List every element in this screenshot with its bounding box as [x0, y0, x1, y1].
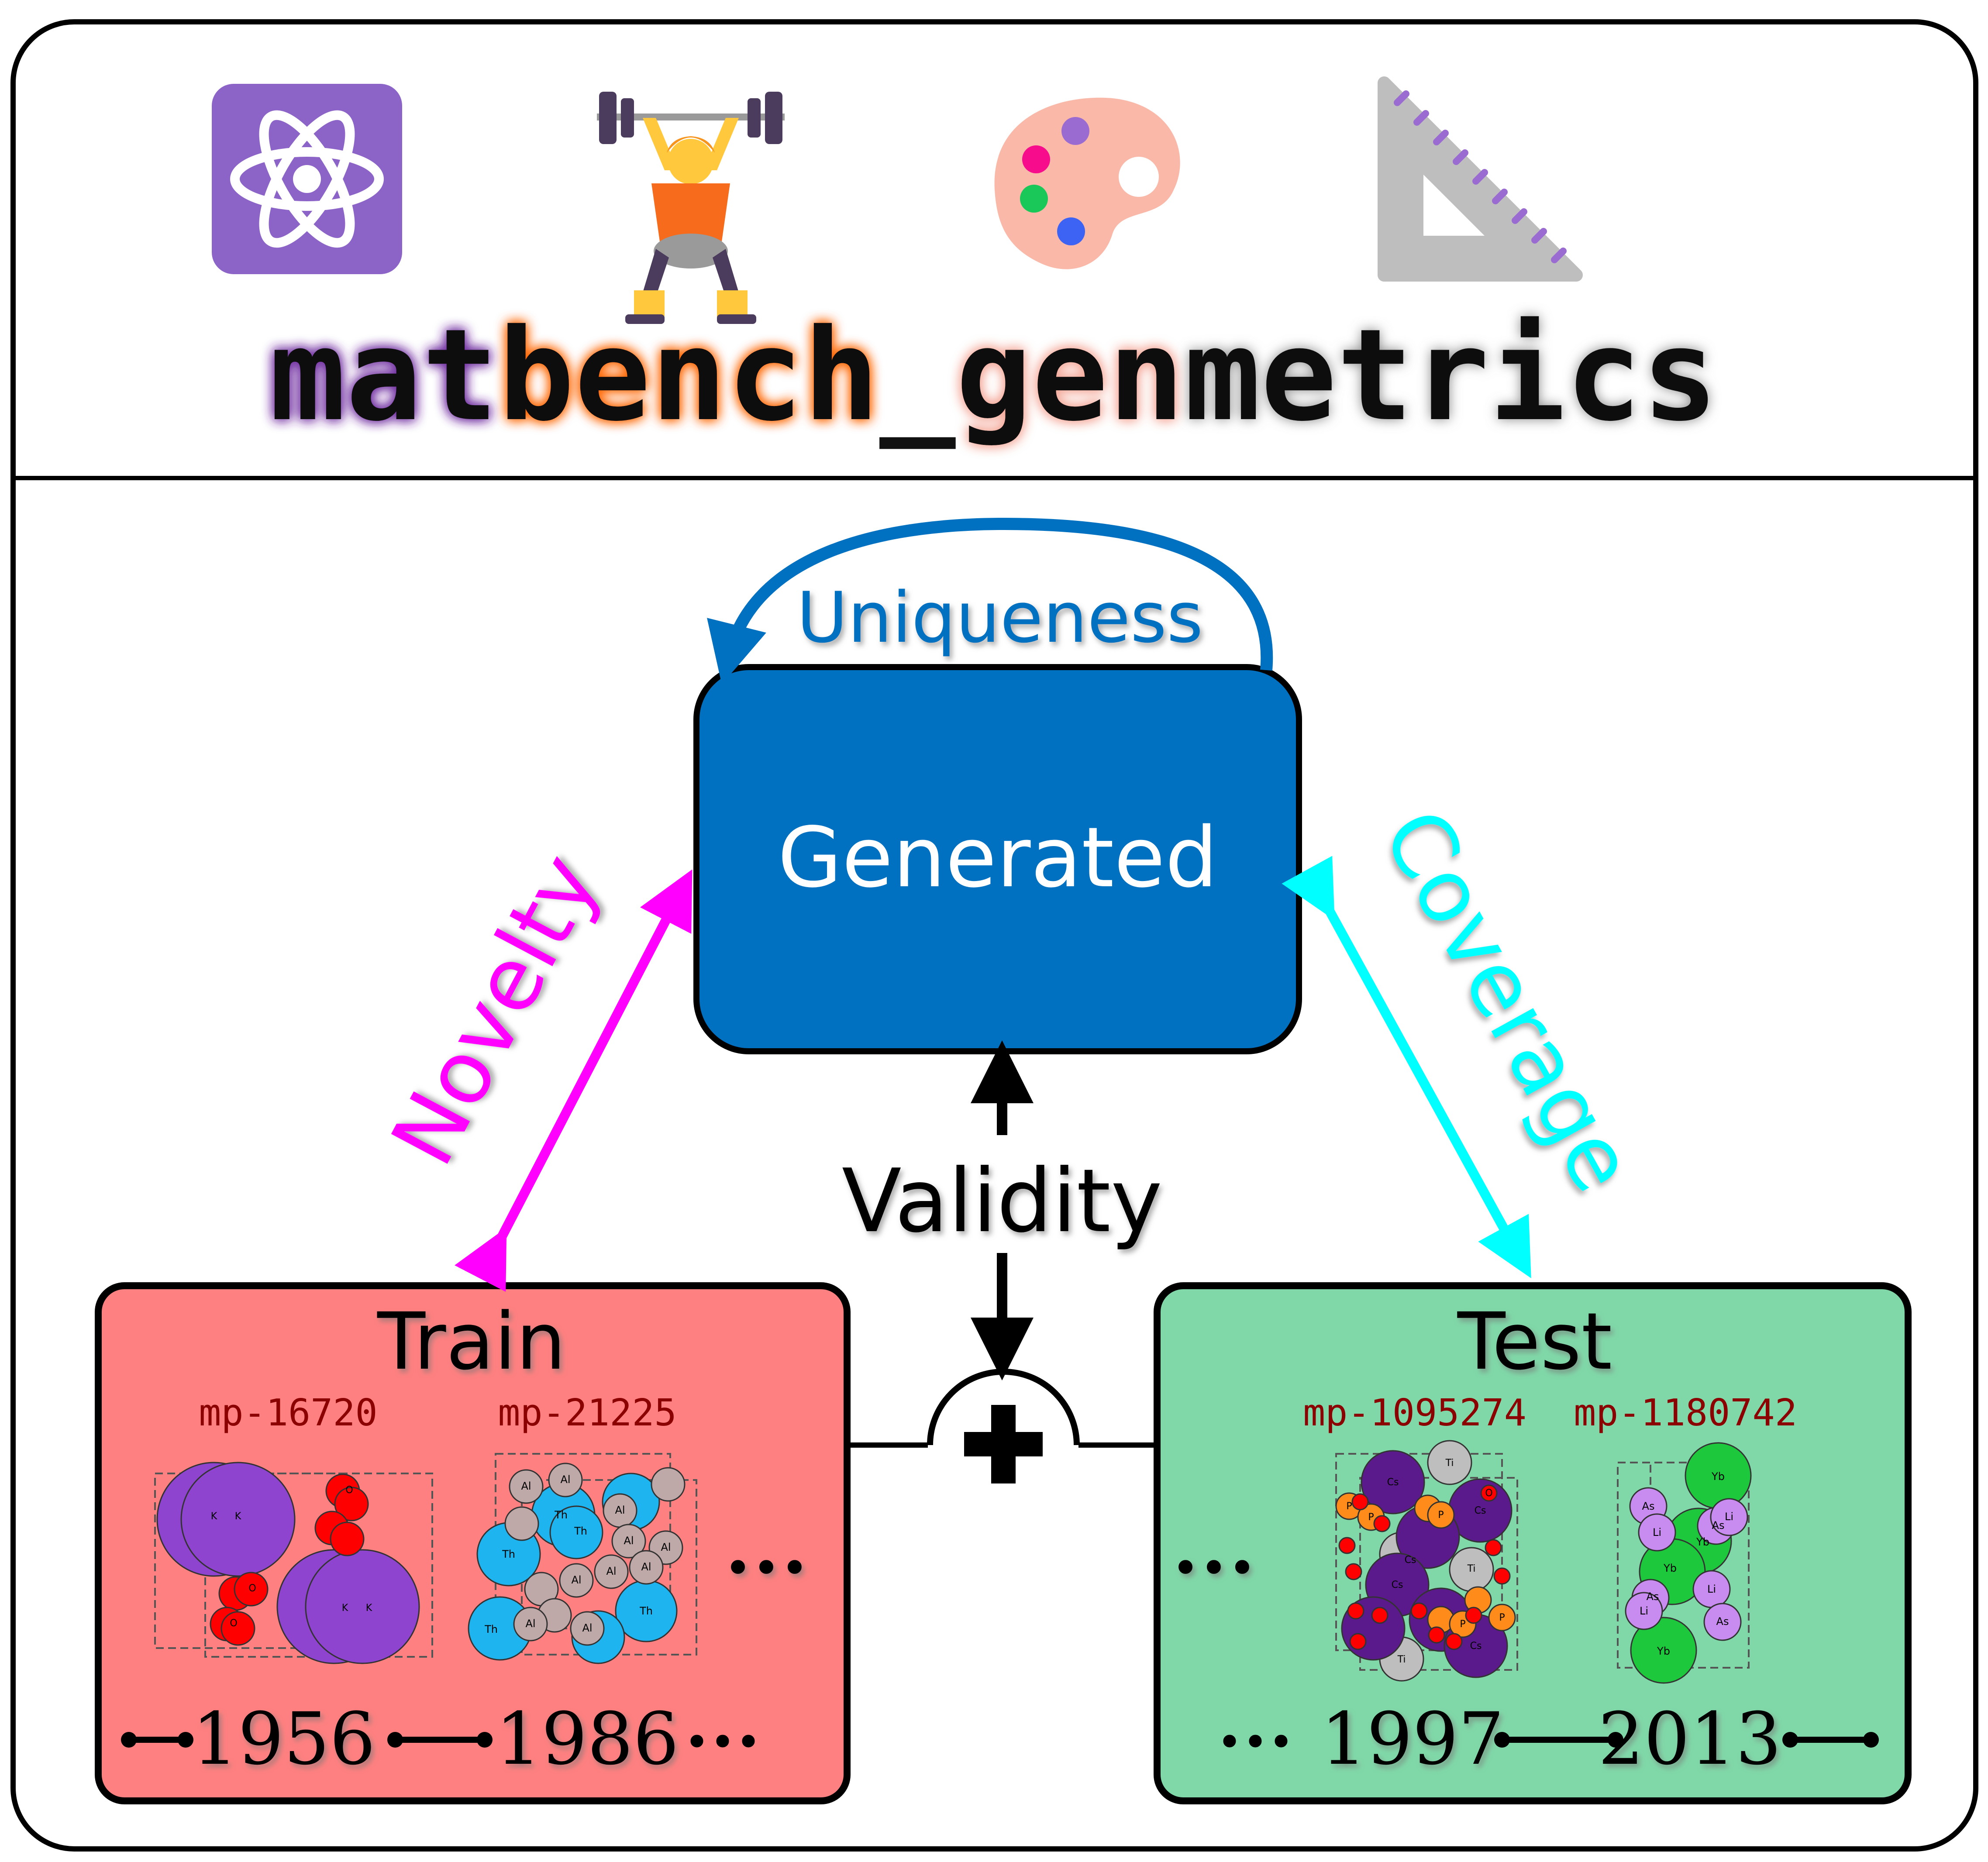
atom-label: P — [1438, 1510, 1444, 1521]
title: matbench_genmetrics — [269, 302, 1718, 451]
atom-label: Cs — [1405, 1555, 1416, 1566]
title-metrics: metrics — [1185, 302, 1718, 449]
atom-label: K — [342, 1603, 348, 1614]
atom-label: K — [235, 1511, 241, 1522]
test-label: Test — [1457, 1296, 1612, 1387]
atom-label: As — [1647, 1590, 1659, 1603]
atom-label: Yb — [1711, 1470, 1725, 1483]
novelty-arrow — [455, 869, 693, 1292]
atom-label: As — [1716, 1615, 1729, 1628]
test-year-1: 1997 — [1321, 1697, 1504, 1781]
atom-label: Th — [502, 1548, 515, 1560]
train-material-1: mp-16720 — [199, 1391, 377, 1435]
atom-label: Li — [1725, 1511, 1733, 1523]
validity-label: Validity — [842, 1150, 1162, 1252]
atom-label: Li — [1653, 1526, 1661, 1538]
atom-label: Al — [606, 1565, 616, 1577]
atom-label: Li — [1640, 1605, 1648, 1617]
coverage-arrow — [1282, 856, 1531, 1278]
atom-label: Al — [641, 1561, 651, 1573]
train-ellipsis: ••• — [724, 1540, 809, 1596]
train-label: Train — [377, 1296, 566, 1387]
weightlifter-icon — [597, 92, 785, 324]
atom-label: P — [1499, 1612, 1505, 1623]
crystal-mp-1095274: Cs Cs Cs Cs Cs Ti Ti Ti P P P P P O — [1335, 1440, 1518, 1682]
atom-label: Th — [484, 1623, 498, 1635]
test-ellipsis: ••• — [1171, 1540, 1257, 1596]
atom-label: O — [1485, 1488, 1492, 1499]
uniqueness-label: Uniqueness — [797, 577, 1203, 658]
uniqueness-arrow — [707, 517, 1273, 685]
atom-label: K — [211, 1511, 217, 1522]
title-sep: _ — [879, 302, 957, 451]
atom-label: As — [1642, 1500, 1655, 1512]
atom-label: Cs — [1387, 1477, 1399, 1488]
test-year-2: 2013 — [1598, 1697, 1781, 1781]
atom-label: Al — [582, 1622, 592, 1634]
atom-label: Al — [571, 1574, 581, 1586]
atom-label: Yb — [1696, 1536, 1709, 1548]
atom-label: Al — [560, 1473, 570, 1486]
atom-label: O — [248, 1583, 256, 1594]
atom-label: Li — [1707, 1583, 1716, 1595]
crystal-mp-21225: Th Th Th Th Th Al Al Al Al Al Al Al Al A… — [468, 1453, 697, 1664]
train-material-2: mp-21225 — [498, 1391, 676, 1435]
atom-label: O — [345, 1485, 353, 1496]
triangle-ruler-icon — [1378, 76, 1583, 282]
generated-label: Generated — [778, 809, 1218, 906]
atom-label: Al — [661, 1541, 671, 1553]
atom-label: Th — [574, 1525, 587, 1537]
atom-label: Al — [615, 1504, 625, 1516]
title-gen: gen — [956, 302, 1185, 449]
atom-label: P — [1368, 1512, 1374, 1523]
title-bench: bench — [498, 302, 879, 449]
atom-label: Al — [525, 1618, 535, 1630]
crystal-mp-1180742: Yb Yb Yb Yb As As As As Li Li Li Li — [1617, 1442, 1752, 1684]
atom-label: Yb — [1663, 1562, 1677, 1574]
atom-label: O — [230, 1618, 237, 1629]
atom-label: Al — [521, 1480, 531, 1492]
crystal-mp-16720: K K K K O O O — [154, 1462, 433, 1664]
atom-label: Cs — [1392, 1580, 1403, 1590]
train-year-1: 1956 — [192, 1697, 376, 1781]
test-material-2: mp-1180742 — [1574, 1391, 1797, 1435]
atom-label: Yb — [1657, 1645, 1670, 1657]
test-material-1: mp-1095274 — [1303, 1391, 1526, 1435]
atom-label: Al — [624, 1535, 634, 1547]
atom-label: Cs — [1470, 1641, 1482, 1652]
train-timeline-ellipsis: ••• — [684, 1717, 761, 1768]
palette-icon — [994, 97, 1180, 269]
atom-label: Th — [639, 1605, 653, 1617]
atom-icon — [212, 84, 402, 274]
atom-label: P — [1346, 1501, 1352, 1512]
atom-label: Ti — [1445, 1458, 1454, 1469]
train-year-2: 1986 — [496, 1697, 679, 1781]
atom-label: K — [366, 1603, 372, 1614]
atom-label: Th — [554, 1509, 568, 1521]
atom-label: P — [1460, 1619, 1465, 1630]
atom-label: Cs — [1475, 1505, 1486, 1516]
atom-label: Ti — [1467, 1563, 1476, 1574]
test-timeline — [1494, 1732, 1879, 1748]
test-timeline-ellipsis: ••• — [1217, 1717, 1294, 1768]
plus-icon — [964, 1405, 1043, 1483]
atom-label: As — [1712, 1519, 1725, 1532]
train-timeline — [121, 1732, 493, 1748]
title-mat: mat — [269, 302, 498, 449]
test-box — [1154, 1282, 1912, 1804]
atom-label: Ti — [1397, 1654, 1406, 1665]
